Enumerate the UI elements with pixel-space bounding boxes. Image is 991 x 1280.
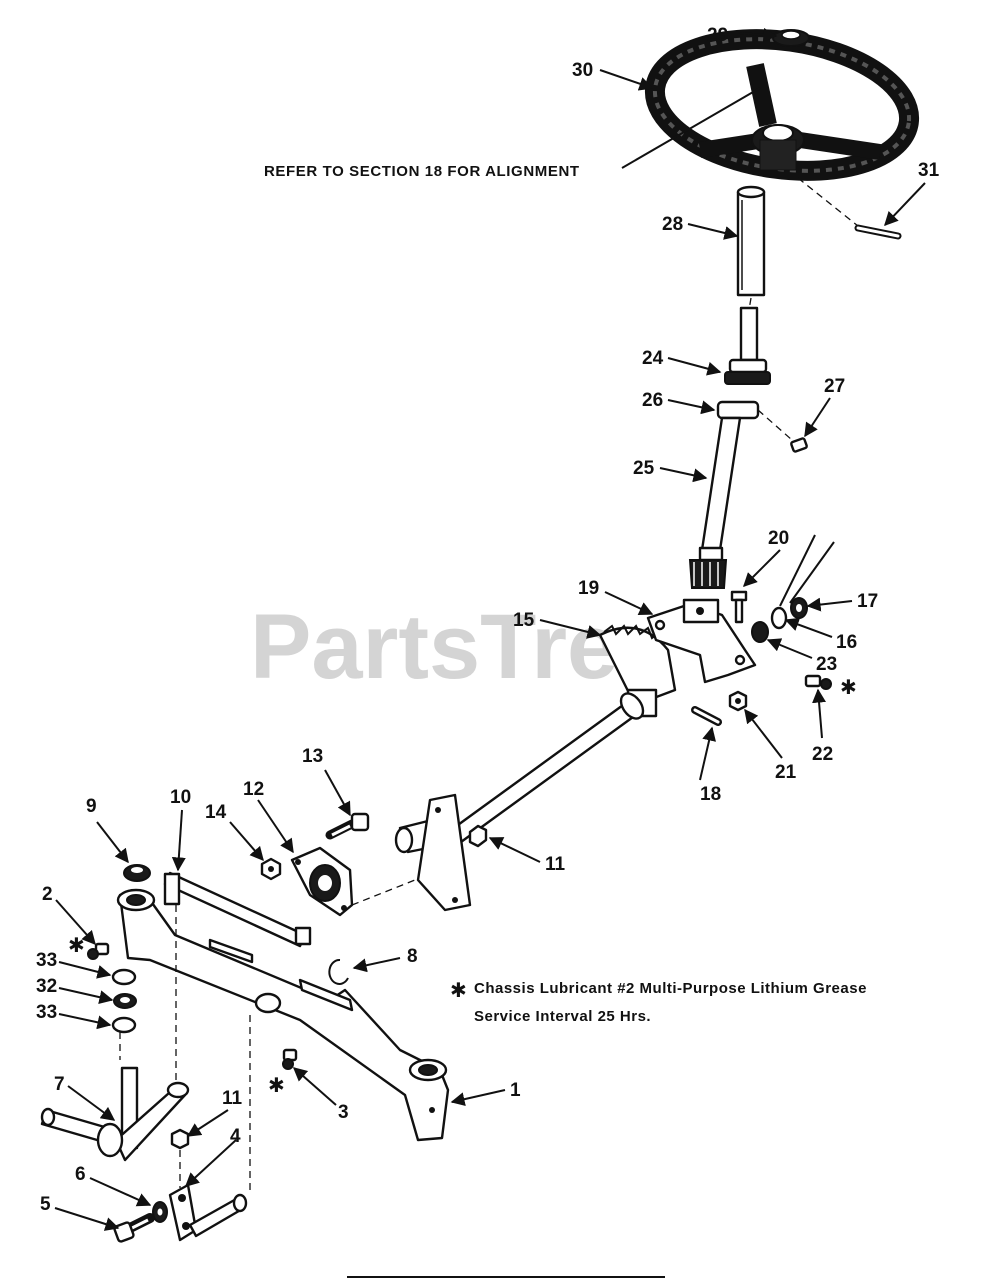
callout-12: 12 bbox=[243, 779, 264, 800]
callout-15: 15 bbox=[513, 610, 535, 631]
callout-27: 27 bbox=[824, 376, 845, 397]
washer-part-33-upper bbox=[111, 968, 137, 986]
callout-24: 24 bbox=[642, 348, 664, 369]
bushing-part-26 bbox=[716, 400, 760, 420]
callout-20: 20 bbox=[768, 528, 789, 549]
callout-23: 23 bbox=[816, 654, 837, 675]
callout-30: 30 bbox=[572, 60, 593, 81]
bolt-part-5 bbox=[113, 1213, 155, 1243]
horn-cap-part-29 bbox=[772, 29, 810, 47]
callout-14: 14 bbox=[205, 802, 227, 823]
cotter-key-part-18 bbox=[691, 706, 722, 726]
retaining-ring-part-8 bbox=[328, 958, 349, 985]
lube-star-22: ✱ bbox=[840, 675, 857, 699]
screw-part-20 bbox=[730, 590, 748, 624]
roll-pin-part-31 bbox=[854, 224, 902, 240]
callout-9: 9 bbox=[86, 796, 97, 817]
carriage-bolt-part-13 bbox=[325, 812, 370, 840]
steering-wheel-part-30 bbox=[644, 29, 920, 181]
callout-8: 8 bbox=[407, 946, 418, 967]
lower-shaft-part-25 bbox=[688, 416, 742, 589]
front-axle-part-1 bbox=[116, 888, 450, 1142]
callout-18: 18 bbox=[700, 784, 721, 805]
washer-part-17 bbox=[790, 597, 808, 619]
callout-28: 28 bbox=[662, 214, 683, 235]
callout-6: 6 bbox=[75, 1164, 86, 1185]
steering-arm-part-4 bbox=[168, 1183, 248, 1242]
callout-33-upper: 33 bbox=[36, 950, 57, 971]
spindle-part-7 bbox=[40, 1066, 190, 1162]
lube-star-3: ✱ bbox=[268, 1073, 285, 1097]
callout-5: 5 bbox=[40, 1194, 51, 1215]
callout-11-upper: 11 bbox=[545, 854, 566, 875]
grease-fitting-part-2 bbox=[87, 942, 110, 960]
callout-7: 7 bbox=[54, 1074, 65, 1095]
set-screw-part-27 bbox=[790, 437, 808, 453]
mounting-plate bbox=[416, 793, 472, 912]
alignment-note: REFER TO SECTION 18 FOR ALIGNMENT bbox=[264, 163, 580, 180]
callout-33-lower: 33 bbox=[36, 1002, 57, 1023]
washer-part-6 bbox=[152, 1201, 168, 1223]
callout-25: 25 bbox=[633, 458, 655, 479]
callout-22: 22 bbox=[812, 744, 833, 765]
callout-2: 2 bbox=[42, 884, 53, 905]
grease-fitting-part-22 bbox=[804, 674, 832, 690]
watermark-text: PartsTree bbox=[250, 596, 669, 698]
nut-part-11-lower bbox=[170, 1128, 190, 1150]
callout-17: 17 bbox=[857, 591, 878, 612]
legend-line-1: Chassis Lubricant #2 Multi-Purpose Lithi… bbox=[474, 980, 867, 997]
callout-21: 21 bbox=[775, 762, 797, 783]
callout-31: 31 bbox=[918, 160, 940, 181]
callout-16: 16 bbox=[836, 632, 857, 653]
washer-part-16 bbox=[770, 606, 788, 630]
spacer-part-23 bbox=[751, 621, 769, 643]
legend-star: ✱ bbox=[450, 978, 467, 1002]
grease-fitting-part-3 bbox=[282, 1048, 298, 1070]
washer-part-33-lower bbox=[111, 1016, 137, 1034]
callout-1: 1 bbox=[510, 1080, 521, 1101]
callout-3: 3 bbox=[338, 1102, 349, 1123]
washer-part-9 bbox=[123, 864, 151, 882]
callout-4: 4 bbox=[230, 1126, 241, 1147]
upper-steering-tube-part-28 bbox=[736, 185, 766, 297]
flange-bearing-part-12 bbox=[290, 846, 354, 917]
callout-10: 10 bbox=[170, 787, 191, 808]
legend-line-2: Service Interval 25 Hrs. bbox=[474, 1008, 651, 1025]
lubrication-legend: ✱ Chassis Lubricant #2 Multi-Purpose Lit… bbox=[450, 978, 867, 1025]
support-bracket-part-19 bbox=[646, 598, 757, 684]
tie-rod-part-10 bbox=[163, 871, 312, 948]
bearing-part-32 bbox=[113, 993, 137, 1009]
callout-13: 13 bbox=[302, 746, 323, 767]
callout-11-lower: 11 bbox=[222, 1088, 243, 1109]
nut-part-21 bbox=[728, 690, 748, 712]
lube-star-2: ✱ bbox=[68, 933, 85, 957]
callout-19: 19 bbox=[578, 578, 599, 599]
steering-shaft-part-24 bbox=[724, 306, 771, 385]
callout-32: 32 bbox=[36, 976, 57, 997]
nut-part-14 bbox=[260, 857, 282, 881]
callout-26: 26 bbox=[642, 390, 663, 411]
nut-part-11-upper bbox=[468, 824, 488, 848]
callout-29: 29 bbox=[707, 25, 728, 46]
